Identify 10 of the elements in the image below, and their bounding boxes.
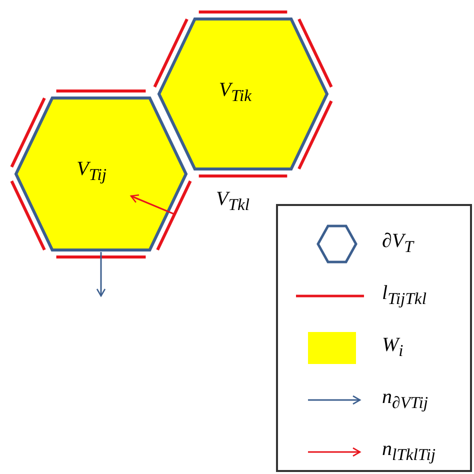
hexagon-cell	[14, 96, 188, 252]
cell-label: V$_{Tik}$	[218, 78, 252, 106]
legend-label: n$_{∂VTij}$	[382, 386, 428, 413]
legend-label: W$_{i}$	[382, 334, 404, 361]
legend-label: ∂V$_{T}$	[382, 230, 414, 257]
cell-label: V$_{Tij}$	[76, 158, 106, 186]
hexagon-cell	[157, 17, 329, 171]
legend-label: n$_{lTklTij}$	[382, 438, 436, 465]
region-label: V$_{Tkl}$	[216, 188, 250, 215]
legend-label: l$_{TijTkl}$	[382, 282, 426, 309]
